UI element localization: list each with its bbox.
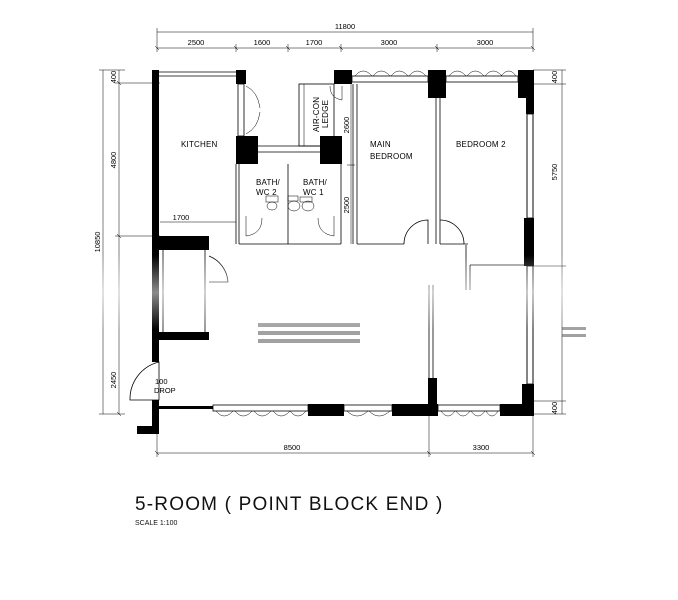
top-dimension: 2500	[188, 38, 205, 47]
dimension-lines	[99, 28, 566, 457]
bath-wc-1-label-line2: WC 1	[303, 188, 324, 197]
smeared-labels	[258, 323, 586, 343]
left-dimension: 400	[109, 71, 118, 84]
main-bedroom-label-line1: MAIN	[370, 140, 391, 149]
kitchen-width-dimension: 1700	[173, 213, 190, 222]
air-con-ledge-label-line2: LEDGE	[321, 100, 330, 128]
left-dimension: 4800	[109, 152, 118, 169]
top-dimension: 3000	[381, 38, 398, 47]
ledge-dimension: 2500	[342, 197, 351, 214]
bedroom-2-label: BEDROOM 2	[456, 140, 506, 149]
bath-wc-2-label-line1: BATH/	[256, 178, 281, 187]
ledge-dimension: 2600	[342, 117, 351, 134]
plan-scale: SCALE 1:100	[135, 520, 178, 527]
plan-title: 5-ROOM ( POINT BLOCK END )	[135, 494, 444, 515]
drop-label-line2: DROP	[154, 386, 176, 395]
left-dimension: 2450	[109, 372, 118, 389]
bottom-dimension: 3300	[473, 443, 490, 452]
kitchen-label: KITCHEN	[181, 140, 218, 149]
right-dimension: 5750	[550, 164, 559, 181]
bottom-dimension: 8500	[284, 443, 301, 452]
left-total-dimension: 10850	[93, 232, 102, 253]
right-dimension: 400	[550, 402, 559, 415]
drop-label-line1: 100	[155, 377, 168, 386]
top-dimension: 3000	[477, 38, 494, 47]
bath-wc-2-label-line2: WC 2	[256, 188, 277, 197]
air-con-ledge-label-line1: AIR-CON	[312, 97, 321, 132]
walls	[137, 70, 534, 434]
top-dimension: 1700	[306, 38, 323, 47]
bath-wc-1-label-line1: BATH/	[303, 178, 328, 187]
overall-width-dimension: 11800	[335, 22, 355, 31]
bath-fixtures	[265, 195, 315, 212]
right-dimension: 400	[550, 71, 559, 84]
top-dimension: 1600	[254, 38, 271, 47]
windows	[212, 70, 534, 417]
main-bedroom-label-line2: BEDROOM	[370, 152, 413, 161]
